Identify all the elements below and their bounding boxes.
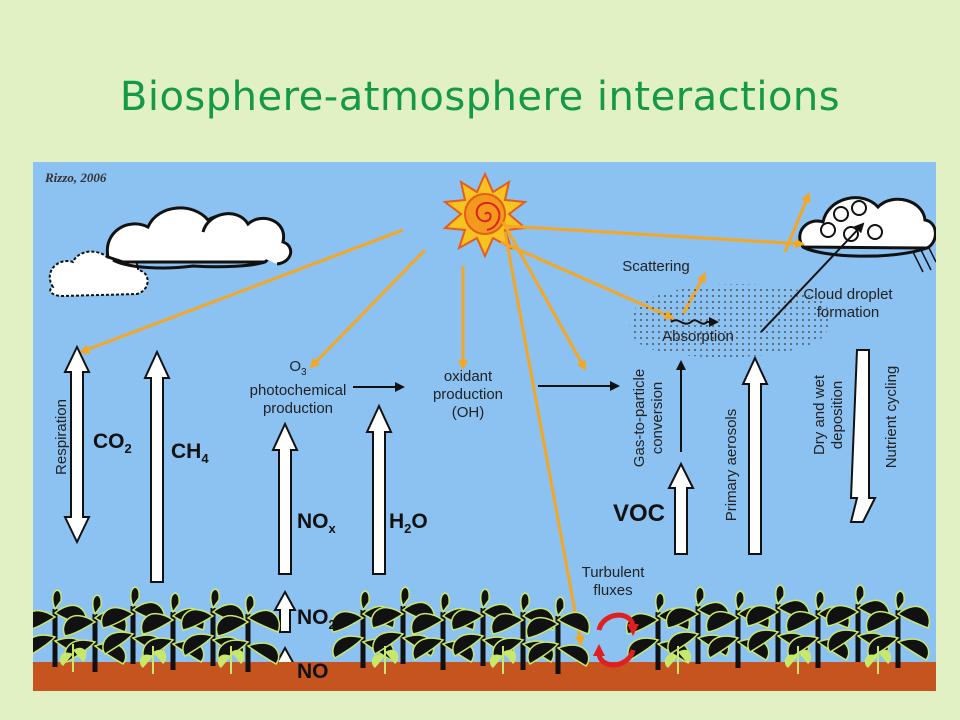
voc-label: VOC <box>613 500 666 527</box>
ch4-label: CH4 <box>171 440 209 467</box>
vegetation-left <box>33 587 279 675</box>
co2-label: CO2 <box>93 430 132 457</box>
no2-label: NO2 <box>297 606 336 633</box>
page-title: Biosphere-atmosphere interactions <box>119 74 841 120</box>
credit-text: Rizzo, 2006 <box>45 170 107 185</box>
gas-to-particle-label: Gas-to-particle conversion <box>631 368 666 468</box>
primary-aerosols-label: Primary aerosols <box>723 408 740 522</box>
sun-ray-arrows <box>79 192 811 646</box>
no-label: NO <box>297 660 329 683</box>
soil-layer <box>33 662 936 691</box>
biosphere-diagram: Rizzo, 2006 O3 photochemical production … <box>33 162 936 691</box>
h2o-label: H2O <box>389 510 428 537</box>
o3-production-label: O3 photochemical production <box>249 358 347 417</box>
cloud-right-icon <box>798 196 936 273</box>
cloud-droplet-label: Cloud droplet formation <box>803 286 893 321</box>
process-arrows <box>353 222 865 452</box>
flux-arrows <box>63 344 877 687</box>
absorption-label: Absorption <box>662 328 734 345</box>
cloud-left-icon <box>48 206 293 298</box>
turbulent-fluxes-label: Turbulent fluxes <box>581 564 645 599</box>
vegetation-middle <box>331 587 589 674</box>
oxidant-production-label: oxidant production (OH) <box>432 368 504 421</box>
vegetation-right <box>626 585 929 675</box>
aerosol-cloud <box>629 284 831 358</box>
turbulence-cycle-icon <box>596 612 636 668</box>
diagram-graphics <box>33 171 936 691</box>
scattering-label: Scattering <box>622 258 690 275</box>
nox-label: NOx <box>297 510 336 537</box>
deposition-label: Dry and wet deposition <box>811 374 846 456</box>
nutrient-cycling-label: Nutrient cycling <box>883 365 900 469</box>
respiration-label: Respiration <box>53 399 70 475</box>
sun-icon <box>442 171 528 259</box>
